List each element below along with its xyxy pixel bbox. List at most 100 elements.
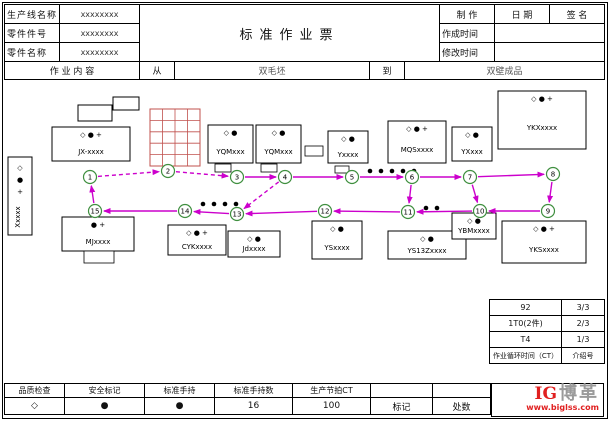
machine-symbols: ◇ ● (341, 135, 355, 143)
station-circle (344, 169, 360, 185)
stock-dot (389, 168, 395, 174)
machine-box (167, 224, 227, 256)
legend-header-takt-time: 生产节拍CT (292, 383, 371, 398)
station-circle (317, 203, 333, 219)
station-circle (177, 203, 193, 219)
machine-box (501, 220, 587, 264)
revision-empty-cell (432, 383, 491, 398)
flow-arrow (97, 169, 161, 178)
created-time-label: 作成时间 (439, 23, 495, 43)
machine-box (387, 120, 447, 164)
station-number: 10 (476, 208, 485, 216)
machine-label: JX-xxxx (77, 148, 104, 156)
process-flow-diagram: ◇●+Xxxxx◇ ● +JX-xxxx◇ ●YQMxxx◇ ●YQMxxx◇ … (7, 90, 587, 264)
legend-value-takt-time: 100 (292, 397, 371, 415)
make-label: 制 作 (439, 4, 495, 24)
field-part-name-label: 零件名称 (4, 42, 60, 62)
machine-symbols: ◇ ● (247, 235, 261, 243)
from-value: 双毛坯 (174, 61, 370, 80)
flow-arrow (243, 181, 280, 210)
page-title: 标准作业票 (139, 4, 440, 62)
operation-content-label: 作 业 内 容 (4, 61, 140, 80)
machine-symbols: ◇ ● (330, 225, 344, 233)
legend-table: 品质检查 安全标记 标准手持 标准手持数 生产节拍CT ◇ ● ● 16 100 (4, 383, 371, 415)
stock-dot (200, 201, 206, 207)
machine-box (207, 124, 254, 164)
summary-row-value: 3/3 (561, 299, 605, 316)
machine-box (311, 220, 363, 260)
stock-dot (222, 201, 228, 207)
summary-table: 92 3/3 1T0(2件) 2/3 T4 1/3 作业循环时间（CT） 介绍号 (489, 299, 605, 364)
station-number: 13 (233, 211, 242, 219)
station-circle (540, 203, 556, 219)
flow-row: 作 业 内 容 从 双毛坯 到 双壁成品 (4, 61, 605, 80)
machine-symbols: ◇ ● + (531, 95, 553, 103)
machine-label: YXxxx (460, 148, 483, 156)
station-number: 7 (468, 174, 472, 182)
legend-value-quality-check: ◇ (4, 397, 65, 415)
sign-label: 签 名 (549, 4, 605, 24)
summary-row-value: 1/3 (561, 331, 605, 348)
station-number: 6 (410, 174, 415, 182)
machine-box (451, 212, 497, 240)
machine-label: YKSxxxx (528, 246, 559, 254)
legend-value-standard-wip-count: 16 (214, 397, 293, 415)
legend-header-quality-check: 品质检查 (4, 383, 65, 398)
machine-box (61, 216, 135, 252)
created-time-value (494, 23, 605, 43)
to-label: 到 (369, 61, 405, 80)
stock-dot (211, 201, 217, 207)
machine-label: Yxxxx (337, 151, 359, 159)
flow-arrow (415, 208, 473, 215)
date-label: 日 期 (494, 4, 550, 24)
station-number: 1 (88, 174, 92, 182)
station-number: 2 (166, 168, 170, 176)
legend-value-safety-mark: ● (64, 397, 145, 415)
machine-box (497, 90, 587, 150)
machine-symbols: ◇ (17, 164, 23, 172)
stock-dot (367, 168, 373, 174)
flow-arrow (547, 181, 554, 204)
revision-empty-cell (370, 383, 433, 398)
station-circle (400, 204, 416, 220)
station-circle (277, 169, 293, 185)
machine-label: MQSxxxx (401, 146, 434, 154)
logo-icon: IG (534, 384, 557, 404)
station-number: 4 (283, 174, 288, 182)
flow-arrow (244, 210, 318, 217)
summary-row-label: 1T0(2件) (489, 315, 562, 332)
mark-label: 标记 (370, 397, 433, 415)
machine-symbols: ● + (91, 221, 105, 229)
machine-symbols: + (17, 188, 23, 196)
station-circle (87, 203, 103, 219)
logo-url: www.biglss.com (526, 403, 599, 412)
header-table: 生产线名称 xxxxxxxx 标准作业票 制 作 日 期 签 名 零件件号 xx… (4, 4, 605, 62)
legend-header-standard-wip: 标准手持 (144, 383, 215, 398)
machine-box (7, 156, 33, 236)
flow-arrow (89, 184, 96, 204)
station-circle (545, 166, 561, 182)
machine-label: YSxxxx (323, 244, 349, 252)
machine-symbols: ◇ ● (224, 129, 238, 137)
flow-arrow (406, 184, 413, 205)
station-number: 14 (181, 208, 190, 216)
revision-table: 标记 处数 (370, 383, 491, 415)
machine-box (77, 104, 113, 122)
station-circle (229, 206, 245, 222)
station-circle (472, 203, 488, 219)
machine-symbols: ◇ ● + (186, 229, 208, 237)
station-number: 9 (546, 208, 550, 216)
modified-time-value (494, 42, 605, 62)
machine-label: YKXxxxx (526, 124, 557, 132)
field-line-name-value: xxxxxxxx (59, 4, 140, 24)
stock-dot (378, 168, 384, 174)
stock-dot (400, 168, 406, 174)
machine-label: Xxxxx (14, 206, 22, 227)
stock-dot (434, 205, 440, 211)
cycle-time-label: 作业循环时间（CT） (489, 347, 562, 364)
field-part-name-value: xxxxxxxx (59, 42, 140, 62)
legend-value-standard-wip: ● (144, 397, 215, 415)
summary-row-label: 92 (489, 299, 562, 316)
